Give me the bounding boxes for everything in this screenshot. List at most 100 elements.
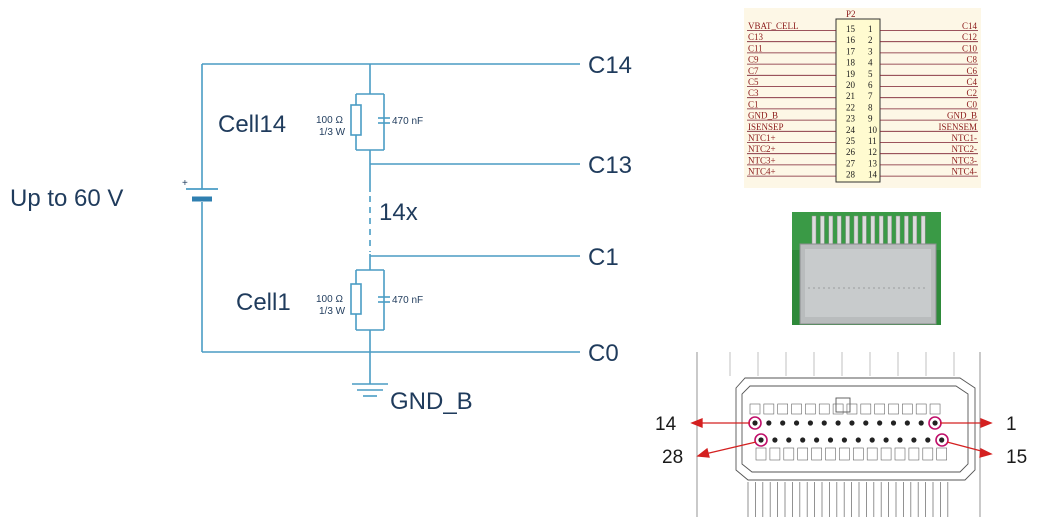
footprint-pad	[863, 420, 869, 426]
schematic-right-pin: 13	[868, 158, 878, 168]
tap-label-c13: C13	[588, 152, 632, 179]
schematic-left-signal: C3	[748, 88, 759, 98]
pin-label-15: 15	[1006, 447, 1027, 468]
connector-photo	[792, 212, 941, 325]
schematic-right-signal: C10	[962, 43, 978, 53]
schematic-left-pin: 16	[846, 35, 856, 45]
footprint-pad	[918, 420, 924, 426]
footprint-pad	[766, 420, 772, 426]
photo-pin	[828, 215, 834, 247]
schematic-right-pin: 11	[868, 136, 877, 146]
schematic-right-signal: C2	[966, 88, 977, 98]
ground-label: GND_B	[390, 388, 473, 415]
schematic-right-signal: NTC4-	[952, 167, 978, 177]
footprint-pad	[821, 420, 827, 426]
schematic-left-signal: GND_B	[748, 111, 778, 121]
cell1-resistor-power: 1/3 W	[319, 306, 346, 317]
cell14-capacitor-value: 470 nF	[392, 116, 423, 127]
footprint-pad	[890, 420, 897, 426]
footprint-pad	[814, 437, 820, 443]
photo-pin	[904, 215, 909, 247]
schematic-right-signal: C6	[966, 66, 977, 76]
footprint-pad	[855, 437, 861, 443]
schematic-right-pin: 5	[868, 69, 873, 79]
arrow-left-bottom-icon	[696, 447, 710, 458]
schematic-left-signal: VBAT_CELL	[748, 21, 799, 31]
schematic-left-signal: NTC1+	[748, 133, 776, 143]
footprint-pad	[877, 420, 883, 426]
schematic-right-pin: 14	[868, 170, 878, 180]
multiplier-label: 14x	[379, 199, 418, 226]
photo-pin	[912, 215, 918, 247]
schematic-left-pin: 22	[846, 102, 855, 112]
footprint-pad	[752, 420, 758, 426]
cell1-name: Cell1	[236, 289, 291, 316]
cell1-resistor-value: 100 Ω	[316, 294, 343, 305]
supply-voltage-label: Up to 60 V	[10, 185, 123, 212]
footprint-pad	[904, 420, 910, 426]
footprint-pad	[780, 420, 786, 426]
schematic-left-pin: 18	[846, 58, 856, 68]
schematic-right-signal: C4	[966, 77, 977, 87]
schematic-left-pin: 26	[846, 147, 856, 157]
schematic-right-pin: 7	[868, 91, 873, 101]
schematic-right-signal: C8	[966, 55, 977, 65]
photo-pin	[862, 215, 867, 247]
pin28-ring	[754, 433, 768, 447]
footprint-pad	[897, 437, 903, 443]
cell14-name: Cell14	[218, 111, 286, 138]
footprint-pad	[939, 437, 945, 443]
schematic-left-pin: 19	[846, 69, 856, 79]
cell1-block	[350, 269, 390, 331]
tap-label-c1: C1	[588, 244, 619, 271]
footprint-pad	[786, 437, 792, 443]
photo-pin	[811, 215, 817, 247]
tap-label-c0: C0	[588, 340, 619, 367]
photo-pin	[870, 215, 876, 247]
schematic-right-signal: C0	[966, 99, 977, 109]
schematic-row: NTC3+ NTC3- 27 13	[747, 155, 978, 168]
schematic-left-pin: 27	[846, 158, 856, 168]
cell14-block	[350, 93, 390, 151]
arrow-right-top-icon	[980, 418, 993, 428]
footprint-pad	[772, 437, 778, 443]
cell14-resistor	[350, 104, 362, 136]
schematic-left-pin: 23	[846, 114, 856, 124]
schematic-left-signal: NTC4+	[748, 167, 776, 177]
schematic-left-signal: C7	[748, 66, 759, 76]
schematic-row: NTC4+ NTC4- 28 14	[747, 167, 978, 180]
schematic-right-pin: 12	[868, 147, 877, 157]
footprint-pad	[869, 437, 875, 443]
schematic-right-pin: 1	[868, 24, 873, 34]
arrow-left-top-icon	[690, 418, 703, 428]
footprint-pad	[925, 437, 931, 443]
footprint-pad	[932, 420, 938, 426]
schematic-right-pin: 6	[868, 80, 873, 90]
schematic-left-pin: 24	[846, 125, 856, 135]
footprint-pad	[793, 420, 800, 426]
pin-label-28: 28	[662, 447, 683, 468]
schematic-right-signal: NTC3-	[952, 155, 978, 165]
ground-icon	[352, 383, 388, 397]
schematic-left-signal: NTC3+	[748, 155, 776, 165]
schematic-left-pin: 28	[846, 170, 856, 180]
schematic-left-pin: 20	[846, 80, 856, 90]
schematic-left-pin: 17	[846, 46, 856, 56]
schematic-left-signal: C11	[748, 43, 763, 53]
footprint-pad	[800, 437, 806, 443]
battery-circuit	[186, 63, 580, 397]
schematic-row: C7 C6 19 5	[747, 66, 978, 79]
photo-pin	[845, 215, 850, 247]
cell14-resistor-power: 1/3 W	[319, 127, 346, 138]
footprint-pad	[883, 437, 889, 443]
footprint-pad	[911, 437, 917, 443]
